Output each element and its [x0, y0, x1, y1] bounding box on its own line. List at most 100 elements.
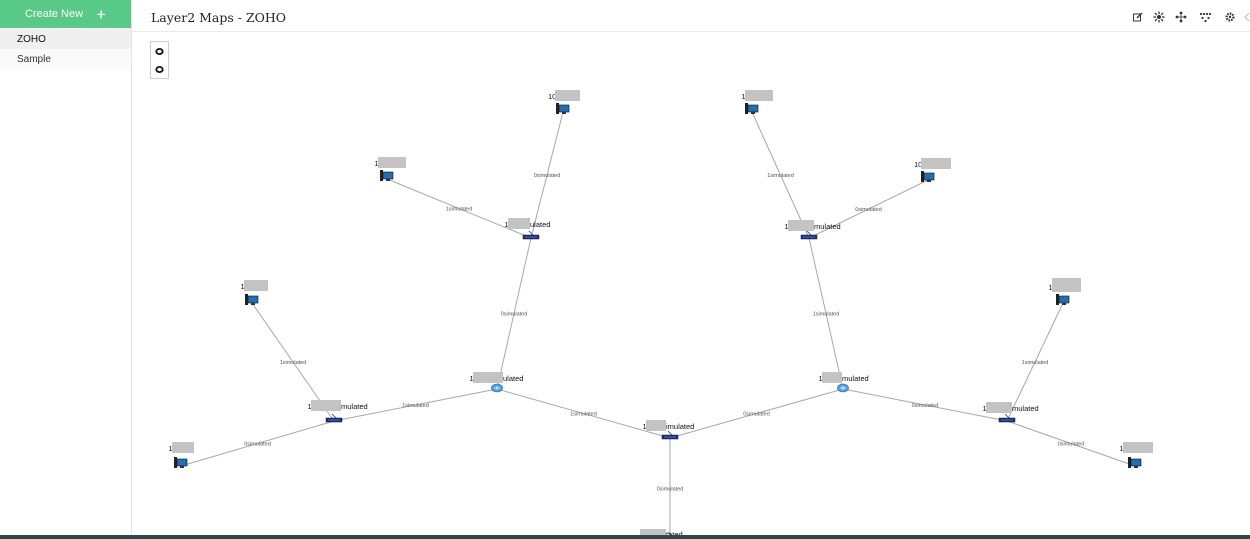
settings-network-icon[interactable]	[1153, 11, 1165, 23]
sidebar-item-zoho[interactable]: ZOHO	[0, 29, 131, 49]
link-line[interactable]	[333, 388, 498, 422]
node-label-prefix: 1	[983, 404, 987, 413]
zoom-control	[150, 41, 169, 79]
layout-icon[interactable]	[1175, 11, 1187, 23]
map-link[interactable]: 0simulated	[808, 179, 929, 239]
redacted-label	[378, 157, 406, 168]
map-node-pc[interactable]: 1	[1120, 442, 1154, 468]
link-line[interactable]	[496, 388, 671, 439]
redacted-label	[172, 442, 194, 453]
redacted-label	[555, 90, 580, 101]
switch-icon	[325, 413, 343, 423]
zoom-in-button[interactable]	[151, 42, 168, 60]
map-link[interactable]: 0simulated	[657, 438, 684, 539]
link-line[interactable]	[1006, 302, 1064, 422]
link-line[interactable]	[808, 179, 929, 239]
bottom-bar	[0, 535, 1250, 539]
link-label: 1simulated	[813, 312, 840, 318]
redacted-label	[1052, 278, 1081, 292]
collapse-icon[interactable]	[1244, 11, 1250, 23]
map-node-pc[interactable]: 1	[375, 157, 407, 181]
computer-icon	[245, 294, 259, 305]
map-link[interactable]: 1simulated	[808, 237, 844, 390]
switch-icon	[522, 230, 540, 240]
link-label: 0simulated	[1058, 442, 1085, 448]
node-label-suffix: tated	[666, 530, 683, 539]
node-label-prefix: 1	[643, 422, 647, 431]
map-link[interactable]: 0simulated	[180, 420, 335, 467]
map-link[interactable]: 0simulated	[530, 111, 564, 239]
link-label: 1simulated	[1022, 360, 1049, 366]
computer-icon	[745, 103, 759, 114]
computer-icon	[174, 457, 188, 468]
computer-icon	[1056, 294, 1070, 305]
create-new-label: Create New	[24, 8, 84, 20]
map-link[interactable]: 0simulated	[1006, 420, 1136, 467]
plus-icon: +	[96, 4, 106, 24]
topology-icon[interactable]	[1199, 11, 1213, 23]
link-line[interactable]	[669, 388, 844, 439]
redacted-label	[921, 158, 951, 169]
redacted-label	[1123, 442, 1153, 453]
map-node-pc[interactable]: 10	[914, 158, 951, 182]
zoom-out-button[interactable]	[151, 60, 168, 78]
node-label-prefix: 1	[241, 282, 245, 291]
link-label: 0simulated	[501, 312, 528, 318]
map-node-pc[interactable]: 1	[1049, 278, 1082, 305]
map-node-switch[interactable]: 1 imulated	[643, 420, 695, 440]
switch-icon	[800, 230, 818, 240]
map-link[interactable]: 1simulated	[496, 388, 671, 439]
zoom-out-icon	[155, 65, 164, 73]
computer-icon	[1128, 457, 1142, 468]
map-node-pc[interactable]: 1	[241, 280, 269, 305]
node-label-suffix: ulated	[530, 220, 550, 229]
sidebar-item-label: ZOHO	[17, 33, 46, 45]
link-line[interactable]	[530, 111, 564, 239]
node-label-prefix: 1	[375, 159, 379, 168]
create-new-button[interactable]: Create New +	[0, 0, 131, 28]
link-line[interactable]	[180, 420, 335, 467]
link-line[interactable]	[496, 237, 532, 390]
map-node-pc[interactable]: 1	[169, 442, 195, 468]
node-label-suffix: imulated	[666, 422, 694, 431]
link-label: 1simulated	[402, 403, 429, 409]
link-label: 1simulated	[570, 412, 597, 418]
map-link[interactable]: 0simulated	[669, 388, 844, 439]
map-link[interactable]: 1simulated	[333, 388, 498, 422]
link-line[interactable]	[842, 388, 1008, 422]
gear-icon[interactable]	[1224, 11, 1236, 23]
link-line[interactable]	[1006, 420, 1136, 467]
sidebar-item-sample[interactable]: Sample	[0, 49, 131, 69]
node-label-prefix: 10	[548, 92, 556, 101]
link-line[interactable]	[808, 237, 844, 390]
map-node-pc[interactable]: 10	[548, 90, 580, 114]
node-label-suffix: mulated	[814, 222, 841, 231]
map-link[interactable]: 0simulated	[842, 388, 1008, 422]
redacted-label	[986, 402, 1012, 413]
node-label-suffix: mulated	[341, 402, 368, 411]
redacted-label	[508, 218, 530, 229]
link-label: 0simulated	[743, 412, 770, 418]
page-title: Layer2 Maps - ZOHO	[151, 10, 287, 25]
link-label: 1simulated	[767, 173, 794, 179]
node-label-prefix: 1	[470, 374, 474, 383]
map-node-pc[interactable]: 1	[742, 90, 774, 114]
link-line[interactable]	[751, 111, 810, 239]
map-link[interactable]: 1simulated	[751, 111, 810, 239]
computer-icon	[380, 170, 394, 181]
link-line[interactable]	[386, 178, 532, 239]
redacted-label	[788, 220, 814, 231]
map-link[interactable]: 0simulated	[496, 237, 532, 390]
map-link[interactable]: 1simulated	[386, 178, 532, 239]
link-label: 0simulated	[855, 207, 882, 213]
page-header: Layer2 Maps - ZOHO	[132, 0, 1250, 32]
node-label-prefix: 1	[819, 374, 823, 383]
edit-icon[interactable]	[1132, 11, 1144, 23]
map-link[interactable]: 1simulated	[1006, 302, 1064, 422]
